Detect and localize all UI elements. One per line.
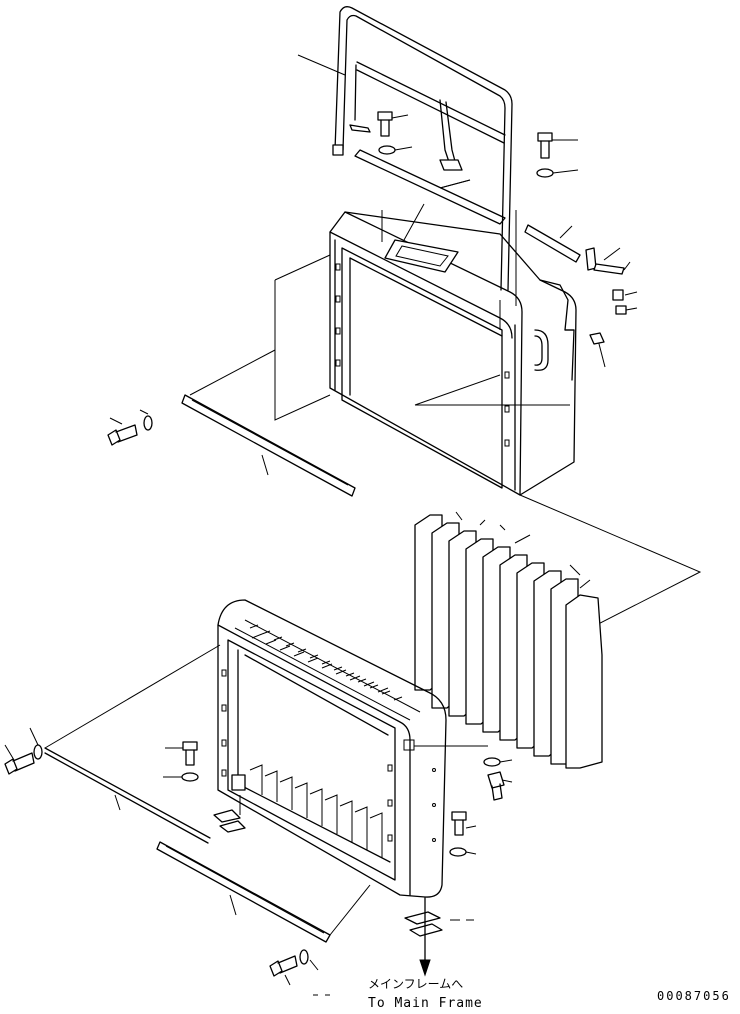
bolt-mid-left <box>163 741 199 782</box>
clamp-small <box>589 332 605 345</box>
core-plates <box>414 511 603 769</box>
arrow-label-jp: メインフレームへ <box>368 977 464 991</box>
washer-right-mid <box>483 757 513 767</box>
washer-upper-left <box>378 145 413 155</box>
louver-top <box>249 624 403 701</box>
bottom-clip <box>404 911 474 937</box>
bolt-upper-left <box>377 111 409 137</box>
top-bracket-bar <box>354 149 506 225</box>
bolt-right-mid <box>487 771 513 801</box>
clip-small-2 <box>593 263 625 275</box>
arrow-label-en: To Main Frame <box>368 996 483 1011</box>
to-main-frame-arrow <box>419 897 431 977</box>
bolt-left-lower <box>4 727 43 775</box>
tie-rod <box>44 644 221 844</box>
bolt-left-upper <box>107 409 153 446</box>
spacer-block-1 <box>612 289 624 301</box>
bolt-bottom <box>269 949 319 986</box>
clip-mid-left <box>213 809 246 833</box>
lower-radiator-frame <box>217 599 488 898</box>
rubber-strip <box>524 224 581 263</box>
upper-radiator-frame <box>274 203 577 496</box>
louver-bottom <box>249 764 383 858</box>
bolt-right-lower <box>449 811 477 857</box>
handrail <box>332 6 513 291</box>
washer-upper-right <box>536 168 579 178</box>
spacer-block-2 <box>615 305 627 315</box>
lower-bracket-lower <box>156 841 371 943</box>
bolt-upper-right <box>537 132 578 159</box>
reference-number: 00087056 <box>657 989 731 1003</box>
lower-bracket-upper <box>181 349 356 497</box>
